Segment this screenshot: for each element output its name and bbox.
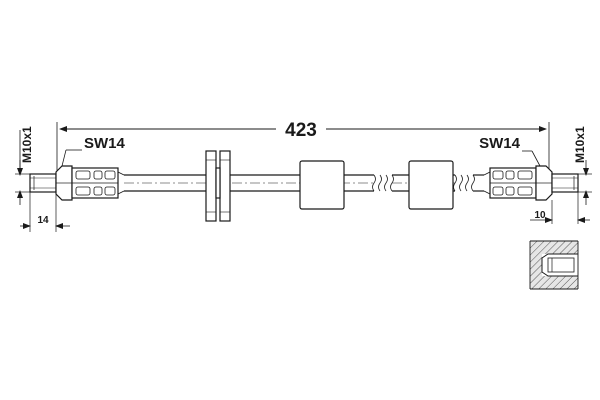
protective-sleeve	[408, 160, 454, 210]
right-fitting	[483, 165, 579, 201]
port-section-detail	[529, 240, 579, 290]
left-thread-label: M10x1	[20, 126, 34, 163]
right-length-dimension	[530, 192, 590, 224]
left-fitting	[29, 165, 125, 201]
mounting-bracket	[205, 150, 231, 222]
right-thread-dimension	[578, 160, 592, 205]
left-wrench-size-label: SW14	[84, 135, 126, 152]
left-thread-length-label: 14	[37, 215, 49, 226]
overall-length-label: 423	[285, 120, 317, 141]
overall-length-dimension	[56, 122, 550, 178]
right-wrench-size-label: SW14	[479, 135, 521, 152]
right-thread-label: M10x1	[573, 126, 587, 163]
left-thread-dimension	[15, 130, 30, 205]
right-thread-length-label: 10	[534, 210, 546, 221]
protective-sleeve	[299, 160, 345, 210]
left-length-dimension	[20, 192, 70, 232]
